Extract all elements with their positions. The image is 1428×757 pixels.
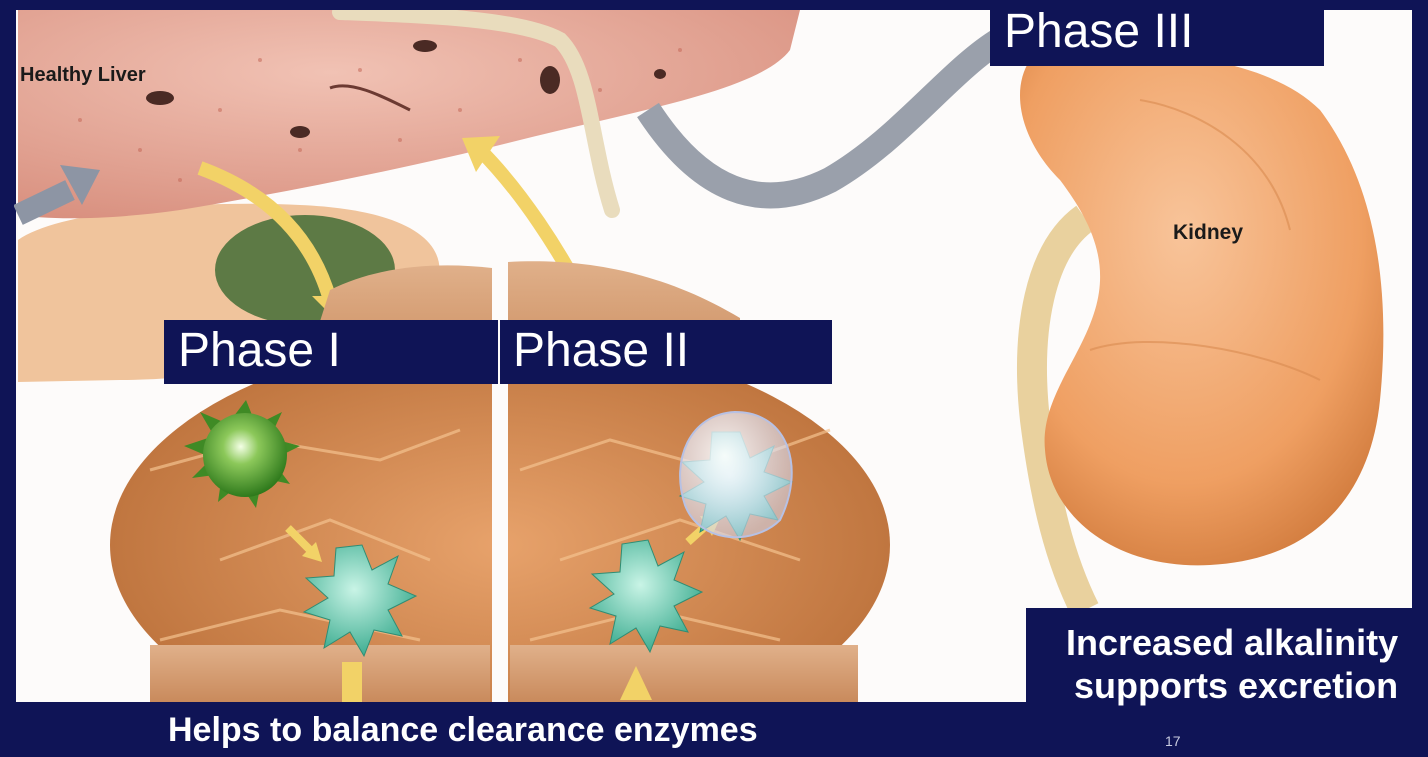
arrow-phase1-down bbox=[342, 662, 362, 702]
kidney-caption-line1: Increased alkalinity bbox=[1066, 622, 1398, 664]
bottom-caption: Helps to balance clearance enzymes bbox=[168, 711, 758, 750]
kidney-caption-line2: supports excretion bbox=[1074, 665, 1398, 707]
phase2-title: Phase II bbox=[513, 323, 689, 378]
phase3-title: Phase III bbox=[1004, 4, 1193, 59]
conjugated-molecule bbox=[680, 412, 792, 540]
slide-number: 17 bbox=[1165, 733, 1181, 749]
liver-label: Healthy Liver bbox=[20, 64, 146, 87]
kidney-label: Kidney bbox=[1173, 221, 1243, 245]
tissue-band-bottom-right bbox=[510, 645, 858, 702]
tissue-band-bottom-left bbox=[150, 645, 490, 702]
phase1-title: Phase I bbox=[178, 323, 341, 378]
